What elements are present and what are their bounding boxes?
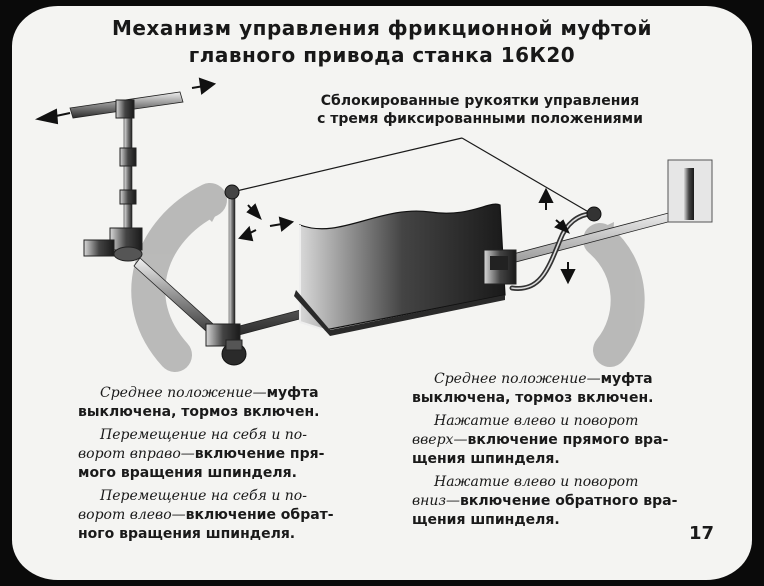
left-lever-ball [224,184,240,200]
left-lever-rod [228,193,236,335]
page-title-line-1: Механизм управления фрикционной муфтой [111,16,653,40]
right-p1-bold-b: выключена, тормоз включен. [412,390,654,406]
left-p3-bold-b: включение обрат- [185,507,334,523]
left-p1-italic: Среднее положение— [100,385,267,401]
page-title-line-2: главного привода станка 16К20 [188,43,576,67]
right-wall-bracket [667,159,713,223]
right-description: Среднее положение—муфта выключена, тормо… [412,370,712,534]
right-paragraph-1: Среднее положение—муфта выключена, тормо… [412,370,712,408]
bottom-pivot-block [205,323,247,366]
left-p3-bold-c: ного вращения шпинделя. [78,526,296,542]
left-paragraph-3: Перемещение на себя и по- ворот влево—вк… [78,487,378,544]
right-paragraph-2: Нажатие влево и поворот вверх—включение … [412,412,712,469]
left-p2-italic-b: ворот вправо— [78,446,195,462]
right-p2-italic-b: вверх— [412,432,468,448]
right-crank-handle [509,206,602,291]
page-number: 17 [688,523,714,544]
right-p3-italic-a: Нажатие влево и поворот [434,474,639,490]
caption-line-1: Сблокированные рукоятки управления [320,93,640,109]
right-paragraph-3: Нажатие влево и поворот вниз—включение о… [412,473,712,530]
left-p1-bold-b: выключена, тормоз включен. [78,404,320,420]
right-p1-italic: Среднее положение— [434,371,601,387]
right-p2-bold-c: щения шпинделя. [412,451,560,467]
diagram-caption: Сблокированные рукоятки управления с тре… [300,92,660,128]
right-p3-bold-c: щения шпинделя. [412,512,560,528]
left-p3-italic-b: ворот влево— [78,507,186,523]
left-p1-bold-a: муфта [266,385,319,401]
direction-arrows [34,77,576,285]
left-description: Среднее положение—муфта выключена, тормо… [78,384,378,548]
left-paragraph-1: Среднее положение—муфта выключена, тормо… [78,384,378,422]
caption-line-2: с тремя фиксированными положениями [317,111,643,127]
left-p3-italic-a: Перемещение на себя и по- [100,488,307,504]
right-p1-bold-a: муфта [600,371,653,387]
rod-coupling-top [119,147,137,167]
right-p3-italic-b: вниз— [412,493,461,509]
rod-coupling-mid [119,189,137,205]
top-t-handle [69,91,184,119]
right-p2-bold-b: включение прямого вра- [467,432,669,448]
left-p2-bold-b: включение пря- [194,446,325,462]
right-shaft-block [483,249,517,285]
vertical-control-rod [123,111,133,243]
right-p2-italic-a: Нажатие влево и поворот [434,413,639,429]
left-p2-italic-a: Перемещение на себя и по- [100,427,307,443]
left-paragraph-2: Перемещение на себя и по- ворот вправо—в… [78,426,378,483]
left-p2-bold-c: мого вращения шпинделя. [78,465,297,481]
left-gear-unit [83,227,143,262]
right-p3-bold-b: включение обратного вра- [460,493,678,509]
central-housing [294,203,506,336]
